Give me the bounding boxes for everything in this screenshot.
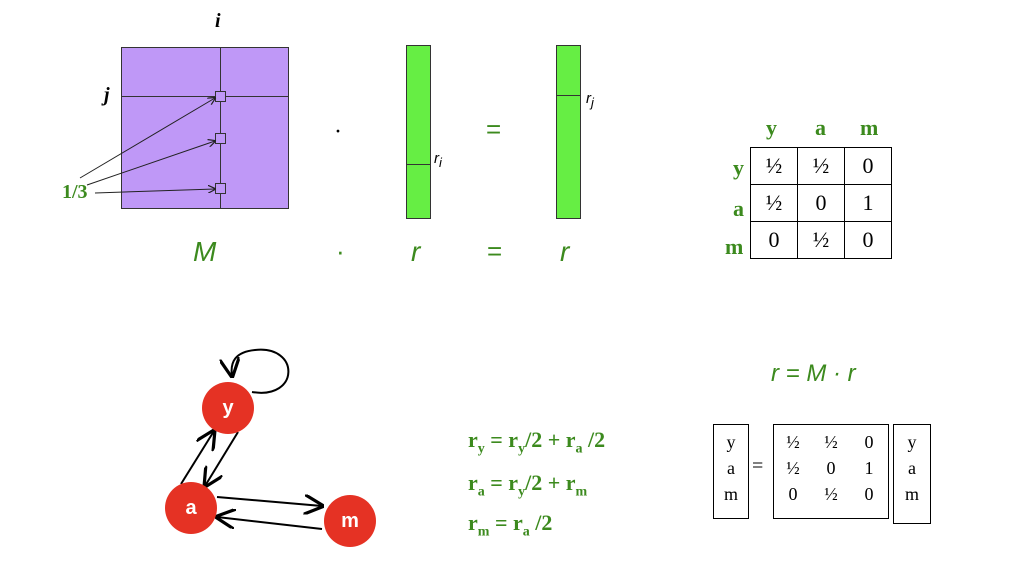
matrix-row: 0 ½ 0 [774, 481, 888, 507]
table-cell: ½ [750, 184, 798, 222]
matrix-entry: 1 [864, 458, 874, 478]
matrix-entry: ½ [824, 484, 838, 504]
matrix-equation-title: r = M · r [771, 360, 856, 387]
table-row: ½ ½ 0 [750, 147, 892, 185]
lhs-vector: y a m [713, 424, 749, 519]
edge-a-to-y [180, 431, 214, 485]
matrix-entry: 0 [826, 458, 836, 478]
edge-m-to-a [217, 517, 323, 530]
table-cell: ½ [797, 221, 845, 259]
table-cell: ½ [750, 147, 798, 185]
self-loop-edge-y [232, 348, 290, 394]
matrix-equals-sign: = [752, 455, 764, 477]
graph-node-a: a [165, 482, 217, 534]
matrix-row-line [121, 96, 289, 97]
label-equals: = [487, 236, 503, 266]
table-cell: 0 [750, 221, 798, 259]
matrix-row: ½ 0 1 [774, 455, 888, 481]
flow-equation-m: rm = ra /2 [468, 510, 553, 540]
table-cell: 0 [844, 221, 892, 259]
vector-entry: m [723, 484, 738, 504]
matrix-box: ½ ½ 0 ½ 0 1 0 ½ 0 [773, 424, 889, 519]
vector-entry: m [904, 484, 919, 504]
graph-node-y: y [202, 382, 254, 434]
table-col-header-a: a [815, 115, 826, 140]
matrix-entry: ½ [786, 458, 800, 478]
label-r-result: r [560, 236, 570, 267]
vector-r-entry-line [406, 164, 431, 165]
equals-operator: = [486, 114, 502, 144]
table-col-header-y: y [766, 115, 777, 140]
table-row: ½ 0 1 [750, 184, 892, 222]
pointer-arrow [79, 98, 215, 179]
flow-equation-a: ra = ry/2 + rm [468, 470, 588, 500]
matrix-entry-cell [215, 133, 226, 144]
table-row-header-a: a [733, 196, 744, 221]
rhs-vector: y a m [893, 424, 931, 524]
matrix-entry: 0 [864, 484, 874, 504]
table-row: 0 ½ 0 [750, 221, 892, 259]
r-i-label: ri [434, 150, 442, 170]
matrix-entry: ½ [786, 432, 800, 452]
flow-equation-y: ry = ry/2 + ra /2 [468, 427, 606, 457]
matrix-row: ½ ½ 0 [774, 429, 888, 455]
matrix-entry: ½ [824, 432, 838, 452]
table-cell: 0 [797, 184, 845, 222]
label-M: M [193, 236, 217, 267]
matrix-entry: 0 [864, 432, 874, 452]
dot-operator: · [334, 119, 342, 145]
pointer-arrow [94, 189, 215, 194]
vector-entry: y [726, 432, 736, 452]
matrix-m-block [121, 47, 289, 209]
matrix-column-line [220, 47, 221, 209]
vector-result-entry-line [556, 95, 581, 96]
graph-node-m: m [324, 495, 376, 547]
matrix-entry-cell [215, 91, 226, 102]
vector-r-result [556, 45, 581, 219]
vector-entry: a [908, 458, 916, 478]
vector-entry: a [727, 458, 735, 478]
label-i: i [215, 10, 221, 32]
r-j-label: rj [586, 90, 594, 110]
entry-label-one-third: 1/3 [62, 181, 88, 203]
table-cell: 1 [844, 184, 892, 222]
label-r: r [411, 236, 421, 267]
label-dot: · [336, 236, 345, 266]
table-row-header-y: y [733, 155, 744, 180]
label-j: j [104, 84, 110, 106]
transition-table: ½ ½ 0 ½ 0 1 0 ½ 0 [750, 147, 892, 259]
vector-r [406, 45, 431, 219]
vector-entry: y [907, 432, 917, 452]
pointer-arrow [86, 141, 215, 186]
table-col-header-m: m [860, 115, 879, 140]
table-cell: 0 [844, 147, 892, 185]
table-row-header-m: m [725, 234, 744, 259]
matrix-entry: 0 [788, 484, 798, 504]
edge-a-to-m [216, 497, 322, 506]
edge-y-to-a [205, 431, 239, 486]
table-cell: ½ [797, 147, 845, 185]
